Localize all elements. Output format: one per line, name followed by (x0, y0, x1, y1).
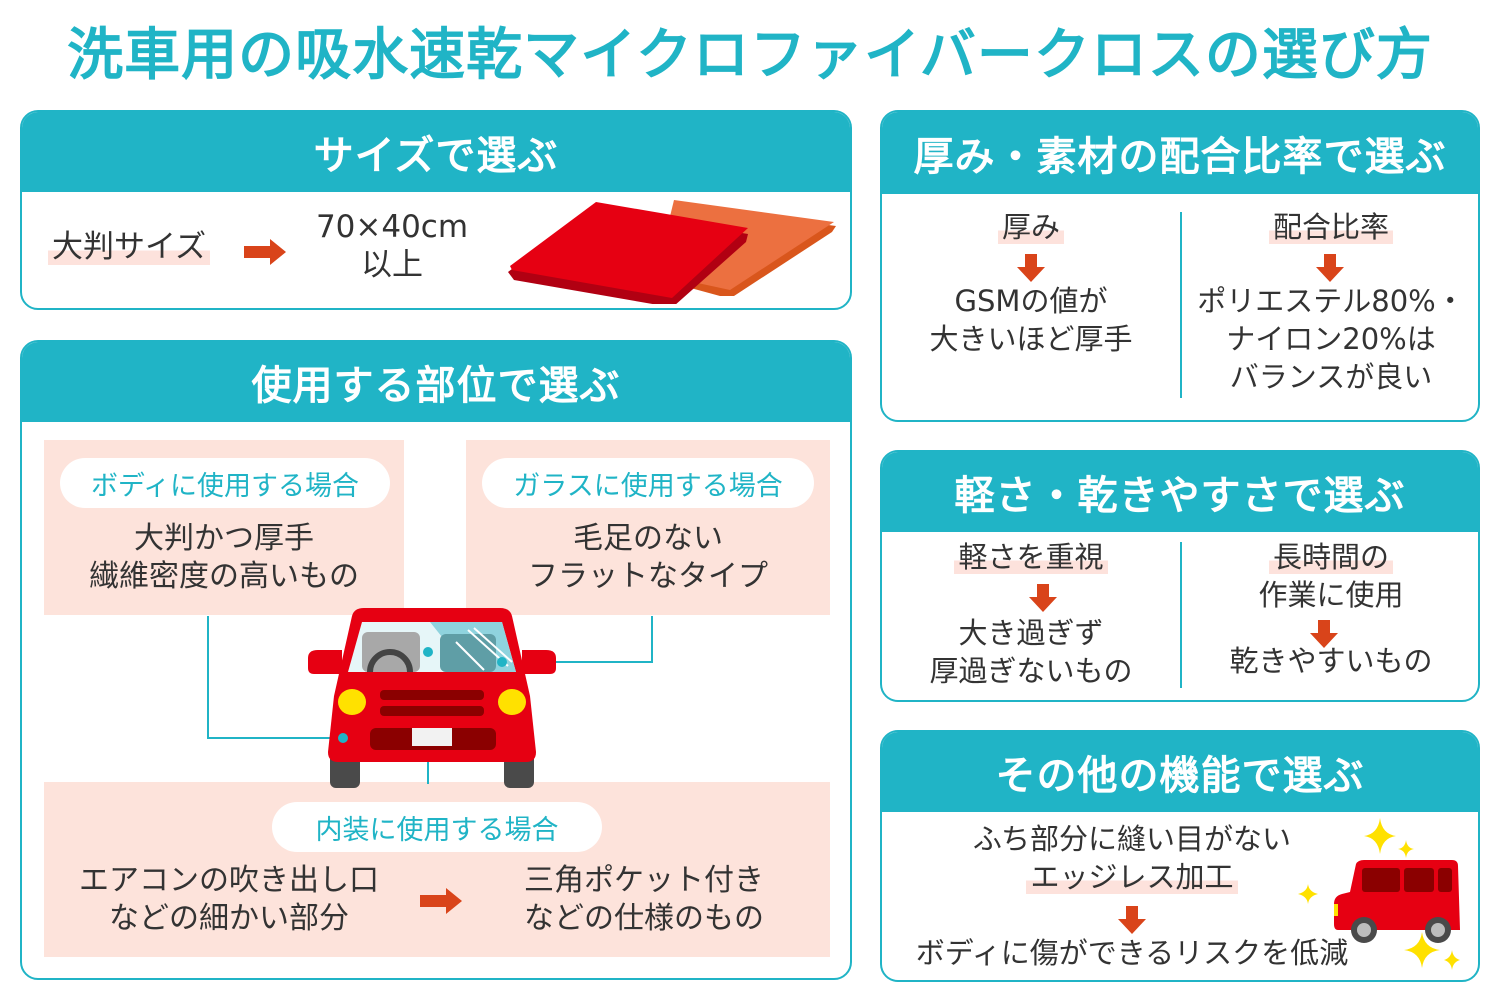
other-features-card: その他の機能で選ぶ ふち部分に縫い目がない エッジレス加工 ボディに傷ができるリ… (880, 730, 1480, 982)
arrow-down-icon (1310, 620, 1338, 648)
ratio-label: 配合比率 (1182, 208, 1478, 246)
long-work-label: 長時間の 作業に使用 (1258, 540, 1404, 612)
interior-from-text: エアコンの吹き出し口 などの細かい部分 (79, 863, 379, 936)
divider (1180, 542, 1182, 688)
body-usage-text: 大判かつ厚手 繊維密度の高いもの (89, 521, 359, 594)
location-card: 使用する部位で選ぶ ボディに使用する場合 大判かつ厚手 繊維密度の高いもの ガラ… (20, 340, 852, 980)
lightness-label: 軽さを重視 (882, 538, 1180, 576)
size-value: 70×40cm 以上 (315, 209, 469, 283)
interior-usage-box: 内装に使用する場合 エアコンの吹き出し口 などの細かい部分 三角ポケット付き な… (44, 782, 830, 957)
size-card-header: サイズで選ぶ (22, 112, 850, 192)
arrow-down-icon (1029, 584, 1057, 612)
lightness-text: 大き過ぎず 厚過ぎないもの (929, 616, 1133, 688)
car-front-illustration (207, 608, 653, 788)
interior-to-text: 三角ポケット付き などの仕様のもの (524, 863, 764, 936)
thickness-label: 厚み (882, 208, 1180, 246)
other-card-header: その他の機能で選ぶ (882, 732, 1478, 812)
thickness-text: GSMの値が 大きいほど厚手 (929, 284, 1133, 356)
interior-usage-pill: 内装に使用する場合 (272, 802, 602, 852)
size-card: サイズで選ぶ 大判サイズ 70×40cm 以上 (20, 110, 852, 310)
arrow-down-icon (1017, 254, 1045, 282)
lightness-card-header: 軽さ・乾きやすさで選ぶ (882, 452, 1478, 532)
thickness-card-header: 厚み・素材の配合比率で選ぶ (882, 112, 1478, 194)
glass-usage-box: ガラスに使用する場合 毛足のない フラットなタイプ (466, 440, 830, 615)
page-title: 洗車用の吸水速乾マイクロファイバークロスの選び方 (67, 23, 1433, 88)
quick-dry-text: 乾きやすいもの (1229, 644, 1433, 678)
minivan-sparkle-illustration (1298, 818, 1460, 970)
glass-usage-text: 毛足のない フラットなタイプ (528, 521, 768, 594)
location-card-header: 使用する部位で選ぶ (22, 342, 850, 422)
arrow-right-icon (420, 888, 462, 914)
arrow-down-icon (1316, 254, 1344, 282)
other-result: ボディに傷ができるリスクを低減 (915, 936, 1349, 970)
glass-usage-pill: ガラスに使用する場合 (482, 458, 814, 508)
body-usage-pill: ボディに使用する場合 (60, 458, 390, 508)
microfiber-cloth-illustration (508, 200, 836, 304)
thickness-card: 厚み・素材の配合比率で選ぶ 厚み GSMの値が 大きいほど厚手 配合比率 ポリエ… (880, 110, 1480, 422)
arrow-right-icon (244, 239, 286, 265)
lightness-card: 軽さ・乾きやすさで選ぶ 軽さを重視 大き過ぎず 厚過ぎないもの 長時間の 作業に… (880, 450, 1480, 702)
divider (1180, 212, 1182, 398)
size-label: 大判サイズ (48, 228, 211, 266)
arrow-down-icon (1118, 906, 1146, 934)
body-usage-box: ボディに使用する場合 大判かつ厚手 繊維密度の高いもの (44, 440, 404, 615)
ratio-text: ポリエステル80%・ ナイロン20%は バランスが良い (1197, 284, 1465, 394)
other-text: ふち部分に縫い目がない エッジレス加工 (972, 822, 1292, 894)
